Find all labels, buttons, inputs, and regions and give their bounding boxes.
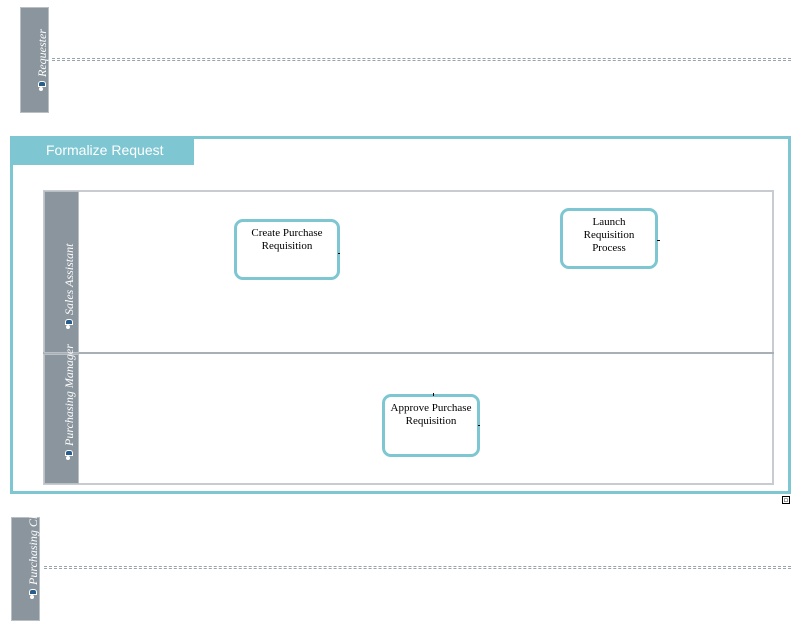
lane-label-sales-assistant: Sales Assistant <box>61 243 76 315</box>
lane-label-purchasing-clerk: Purchasing Clerk <box>25 500 40 585</box>
task-label: Approve Purchase Requisition <box>390 402 472 427</box>
lane-label-requester: Requester <box>34 29 49 77</box>
lane-header-purchasing-manager[interactable]: Purchasing Manager <box>44 344 79 484</box>
subprocess-title: Formalize Request <box>46 142 164 158</box>
lane-header-requester[interactable]: Requester <box>20 7 49 113</box>
task-create-purchase-requisition[interactable]: Create Purchase Requisition <box>234 219 340 280</box>
task-label: Launch Requisition Process <box>583 216 635 254</box>
requester-lane-line <box>52 58 791 61</box>
lane-header-sales-assistant[interactable]: Sales Assistant <box>44 191 79 353</box>
person-icon <box>64 449 75 460</box>
lane-label-purchasing-manager: Purchasing Manager <box>61 344 76 446</box>
lane-header-purchasing-clerk[interactable]: Purchasing Clerk <box>11 500 40 621</box>
person-icon <box>64 318 75 329</box>
subprocess-formalize-request[interactable] <box>10 136 791 494</box>
subprocess-title-tab[interactable] <box>10 136 194 165</box>
connector-stub <box>433 393 434 396</box>
collapse-marker-icon[interactable]: ▫ <box>782 496 790 504</box>
connector-stub <box>478 425 480 426</box>
person-icon <box>37 80 48 91</box>
task-launch-requisition-process[interactable]: Launch Requisition Process <box>560 208 658 269</box>
task-label: Create Purchase Requisition <box>251 227 323 252</box>
person-icon <box>28 588 39 599</box>
task-approve-purchase-requisition[interactable]: Approve Purchase Requisition <box>382 394 480 457</box>
purchasing-clerk-lane-line <box>44 566 791 569</box>
connector-stub <box>657 240 660 241</box>
connector-stub <box>338 253 340 254</box>
lane-divider <box>43 352 774 354</box>
